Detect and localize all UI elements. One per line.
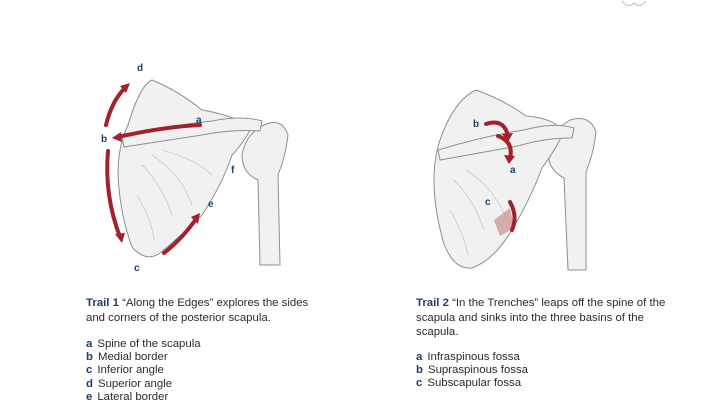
arrow-spine — [116, 123, 202, 139]
subscapular-region — [494, 208, 514, 236]
label-d: d — [137, 63, 144, 74]
arrow-superior-angle — [104, 85, 128, 127]
corner-decoration — [621, 0, 647, 7]
arrowhead-a — [504, 155, 515, 164]
arrowhead-b — [502, 133, 513, 142]
label-c: c — [485, 197, 491, 208]
trail1-title: Trail 1 — [86, 297, 119, 309]
arrow-subscapular — [508, 200, 517, 232]
arrow-medial-border — [105, 149, 122, 239]
trail1-arrowheads — [112, 83, 200, 243]
scapula-bone — [117, 79, 289, 266]
scapula-illustration-2 — [433, 89, 597, 271]
label-a: a — [510, 165, 516, 176]
arrowhead-e — [191, 213, 200, 224]
trail2-illustration: b a c — [414, 80, 634, 280]
trail2-caption: Trail 2 “In the Trenches” leaps off the … — [416, 296, 686, 340]
arrow-supraspinous — [484, 120, 510, 138]
trail1-arrows — [104, 85, 202, 255]
trail1-description: “Along the Edges” explores the sides and… — [86, 297, 309, 324]
trail2-arrowheads — [502, 133, 515, 164]
label-a: a — [196, 115, 202, 126]
arrow-infraspinous — [496, 134, 513, 160]
scapula-illustration-1 — [104, 79, 289, 266]
label-b: b — [101, 134, 108, 145]
label-c: c — [134, 263, 140, 274]
label-b: b — [473, 119, 480, 130]
trail2-arrows — [484, 120, 517, 232]
arrow-lateral-border — [162, 217, 198, 255]
scapula-bone — [433, 89, 597, 271]
label-e: e — [208, 199, 214, 210]
arrowhead-b — [112, 132, 122, 142]
label-f: f — [231, 165, 235, 176]
trail2-title: Trail 2 — [416, 297, 449, 309]
trail2-description: “In the Trenches” leaps off the spine of… — [416, 297, 666, 339]
arrowhead-d — [120, 83, 130, 93]
bone-shading — [136, 149, 213, 241]
arrowhead-c — [115, 233, 125, 243]
bone-shading — [449, 169, 507, 256]
trail1-illustration: d a b f e c — [82, 55, 312, 285]
trail1-caption: Trail 1 “Along the Edges” explores the s… — [86, 296, 326, 325]
